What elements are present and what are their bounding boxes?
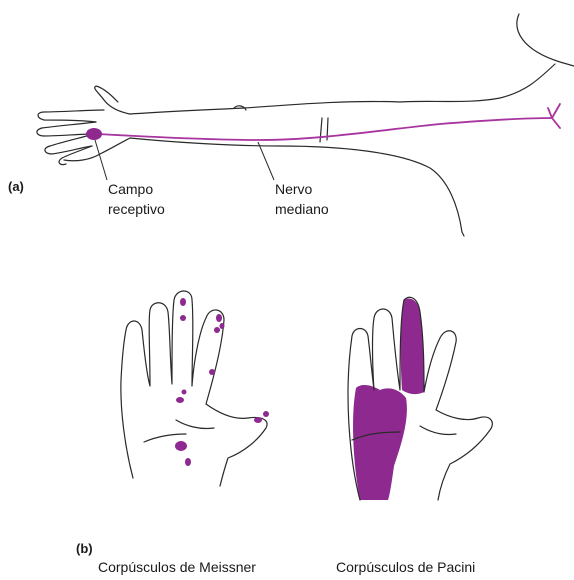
left-hand-outline <box>121 291 267 486</box>
nerve-branch-1 <box>552 104 560 118</box>
left-palm-crease <box>144 434 186 442</box>
torso-lower <box>462 232 464 236</box>
shoulder-outline <box>517 14 574 66</box>
receptive-field-leader <box>95 140 107 180</box>
finger-3 <box>45 134 94 154</box>
panel-b-tag: (b) <box>76 540 93 558</box>
nerve-branch-3 <box>548 108 552 118</box>
right-palm-crease-2 <box>420 426 456 435</box>
meissner-caption: Corpúsculos de Meissner <box>98 558 256 576</box>
pacini-caption: Corpúsculos de Pacini <box>336 558 475 576</box>
receptive-field-label-line1: Campo <box>108 180 153 198</box>
nerve-leader <box>258 142 274 180</box>
receptive-field-spot <box>86 128 102 140</box>
nerve-label-line1: Nervo <box>275 180 312 198</box>
meissner-hand <box>121 291 269 486</box>
back-outline <box>400 64 555 102</box>
receptive-field-label-line2: receptivo <box>108 200 165 218</box>
panel-a-tag: (a) <box>8 178 24 196</box>
nerve-label-line2: mediano <box>275 200 329 218</box>
pacini-field-palm <box>353 385 407 500</box>
nerve-branch-2 <box>552 118 560 128</box>
pacini-hand <box>348 297 492 500</box>
left-palm-crease-2 <box>176 420 214 429</box>
wrist-crease-1 <box>320 118 322 142</box>
finger-1 <box>38 110 104 122</box>
arm-top-edge <box>130 101 400 114</box>
